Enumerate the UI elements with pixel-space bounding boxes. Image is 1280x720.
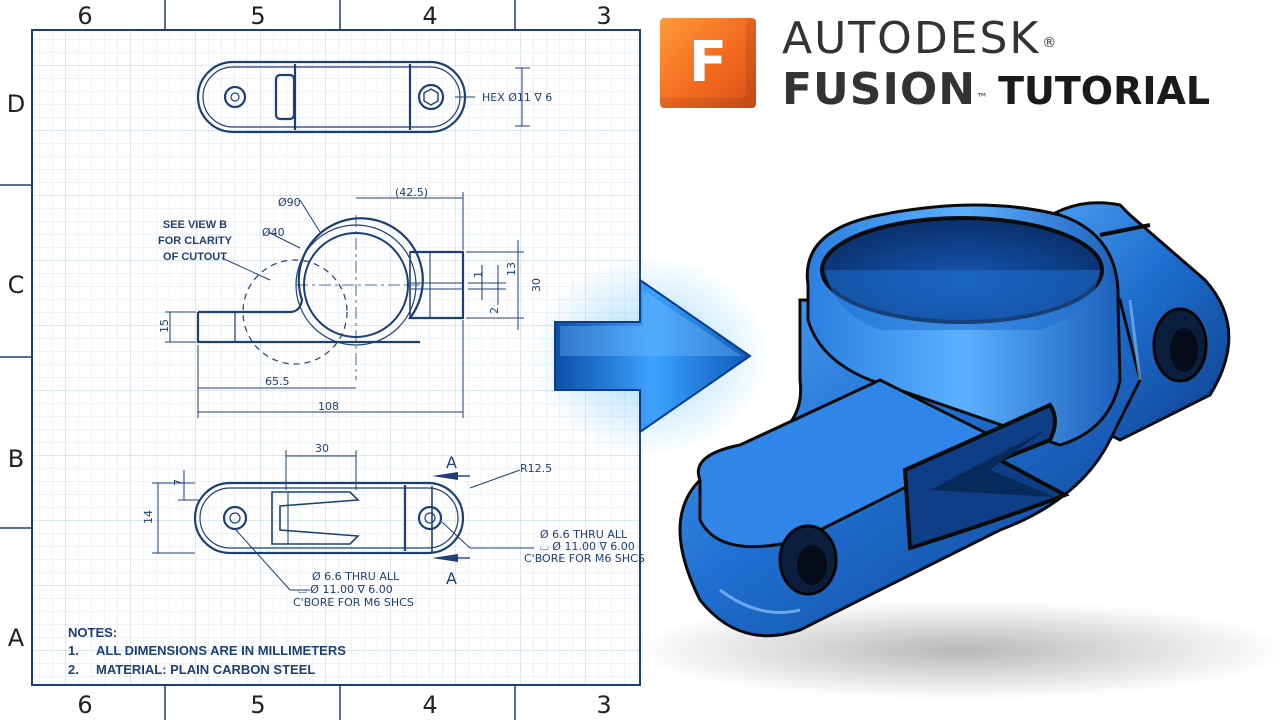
column-label-top: 6 — [77, 2, 92, 30]
column-label-bottom: 6 — [77, 691, 92, 719]
company-name: AUTODESK® — [782, 14, 1058, 64]
row-label: D — [7, 90, 25, 118]
dim-65-5: 65.5 — [265, 375, 290, 388]
row-label: C — [8, 271, 25, 299]
column-label-top: 5 — [250, 2, 265, 30]
dim-1: 1 — [472, 271, 485, 278]
registered-mark: ® — [1042, 35, 1059, 51]
inner-diameter-dim: Ø40 — [262, 226, 285, 239]
hole-callout-left: Ø 6.6 THRU ALL — [312, 570, 400, 583]
brand-header: F AUTODESK® FUSION™ TUTORIAL — [660, 14, 1260, 115]
dim-7: 7 — [172, 479, 185, 486]
dim-2: 2 — [488, 307, 501, 314]
hole-callout-right: ⌴ Ø 11.00 ∇ 6.00 — [540, 540, 635, 553]
note-text: MATERIAL: PLAIN CARBON STEEL — [96, 662, 315, 677]
product-name: FUSION — [782, 64, 977, 115]
dim-13: 13 — [505, 262, 518, 276]
company-text: AUTODESK — [782, 13, 1041, 64]
column-label-bottom: 5 — [250, 691, 265, 719]
section-labels: A A — [446, 453, 457, 588]
title-line: FUSION™ TUTORIAL — [782, 64, 1210, 126]
front-view — [165, 192, 524, 418]
radius-dim: R12.5 — [520, 462, 552, 475]
hole-callout-left: C'BORE FOR M6 SHCS — [293, 596, 414, 609]
hole-callout-right: Ø 6.6 THRU ALL — [540, 528, 628, 541]
transition-arrow — [530, 256, 770, 456]
note-number: 2. — [68, 662, 79, 677]
dim-15: 15 — [158, 319, 171, 333]
note-text: ALL DIMENSIONS ARE IN MILLIMETERS — [96, 643, 346, 658]
section-label: A — [446, 569, 457, 588]
offset-dim: (42.5) — [395, 186, 428, 199]
rendered-part — [630, 201, 1280, 700]
zone-labels: 6 5 4 3 6 5 4 3 D C B A — [7, 2, 612, 719]
dim-14: 14 — [142, 510, 155, 524]
callout-line: FOR CLARITY — [158, 235, 233, 247]
section-label: A — [446, 453, 457, 472]
row-label: B — [8, 445, 24, 473]
column-label-bottom: 4 — [422, 691, 437, 719]
hex-callout: HEX Ø11 ∇ 6 — [482, 91, 552, 104]
trademark-mark: ™ — [976, 91, 989, 105]
front-view-dimensions: Ø90 Ø40 (42.5) 65.5 108 15 30 13 1 2 — [158, 186, 543, 413]
hole-callout-left: ⌴ Ø 11.00 ∇ 6.00 — [298, 583, 393, 596]
view-b-callout: SEE VIEW B FOR CLARITY OF CUTOUT — [158, 219, 233, 263]
hole-callout-right: C'BORE FOR M6 SHCS — [524, 552, 645, 565]
logo-letter: F — [688, 30, 728, 95]
column-label-top: 3 — [596, 2, 611, 30]
dim-30-bottom: 30 — [315, 442, 329, 455]
bottom-view-dimensions: 30 7 14 R12.5 Ø 6.6 THRU ALL ⌴ Ø 11.00 ∇… — [142, 442, 645, 609]
drawing-notes: NOTES: 1. ALL DIMENSIONS ARE IN MILLIMET… — [68, 625, 346, 677]
callout-line: OF CUTOUT — [163, 251, 227, 263]
callout-line: SEE VIEW B — [163, 219, 227, 231]
bottom-view — [152, 450, 534, 591]
notes-heading: NOTES: — [68, 625, 117, 640]
row-label: A — [8, 624, 25, 652]
dim-30: 30 — [530, 278, 543, 292]
tagline: TUTORIAL — [998, 69, 1211, 113]
dim-108: 108 — [318, 400, 339, 413]
column-label-top: 4 — [422, 2, 437, 30]
column-label-bottom: 3 — [596, 691, 611, 719]
note-number: 1. — [68, 643, 79, 658]
outer-diameter-dim: Ø90 — [278, 196, 301, 209]
fusion-logo-icon: F — [660, 18, 756, 108]
top-view — [196, 60, 530, 134]
